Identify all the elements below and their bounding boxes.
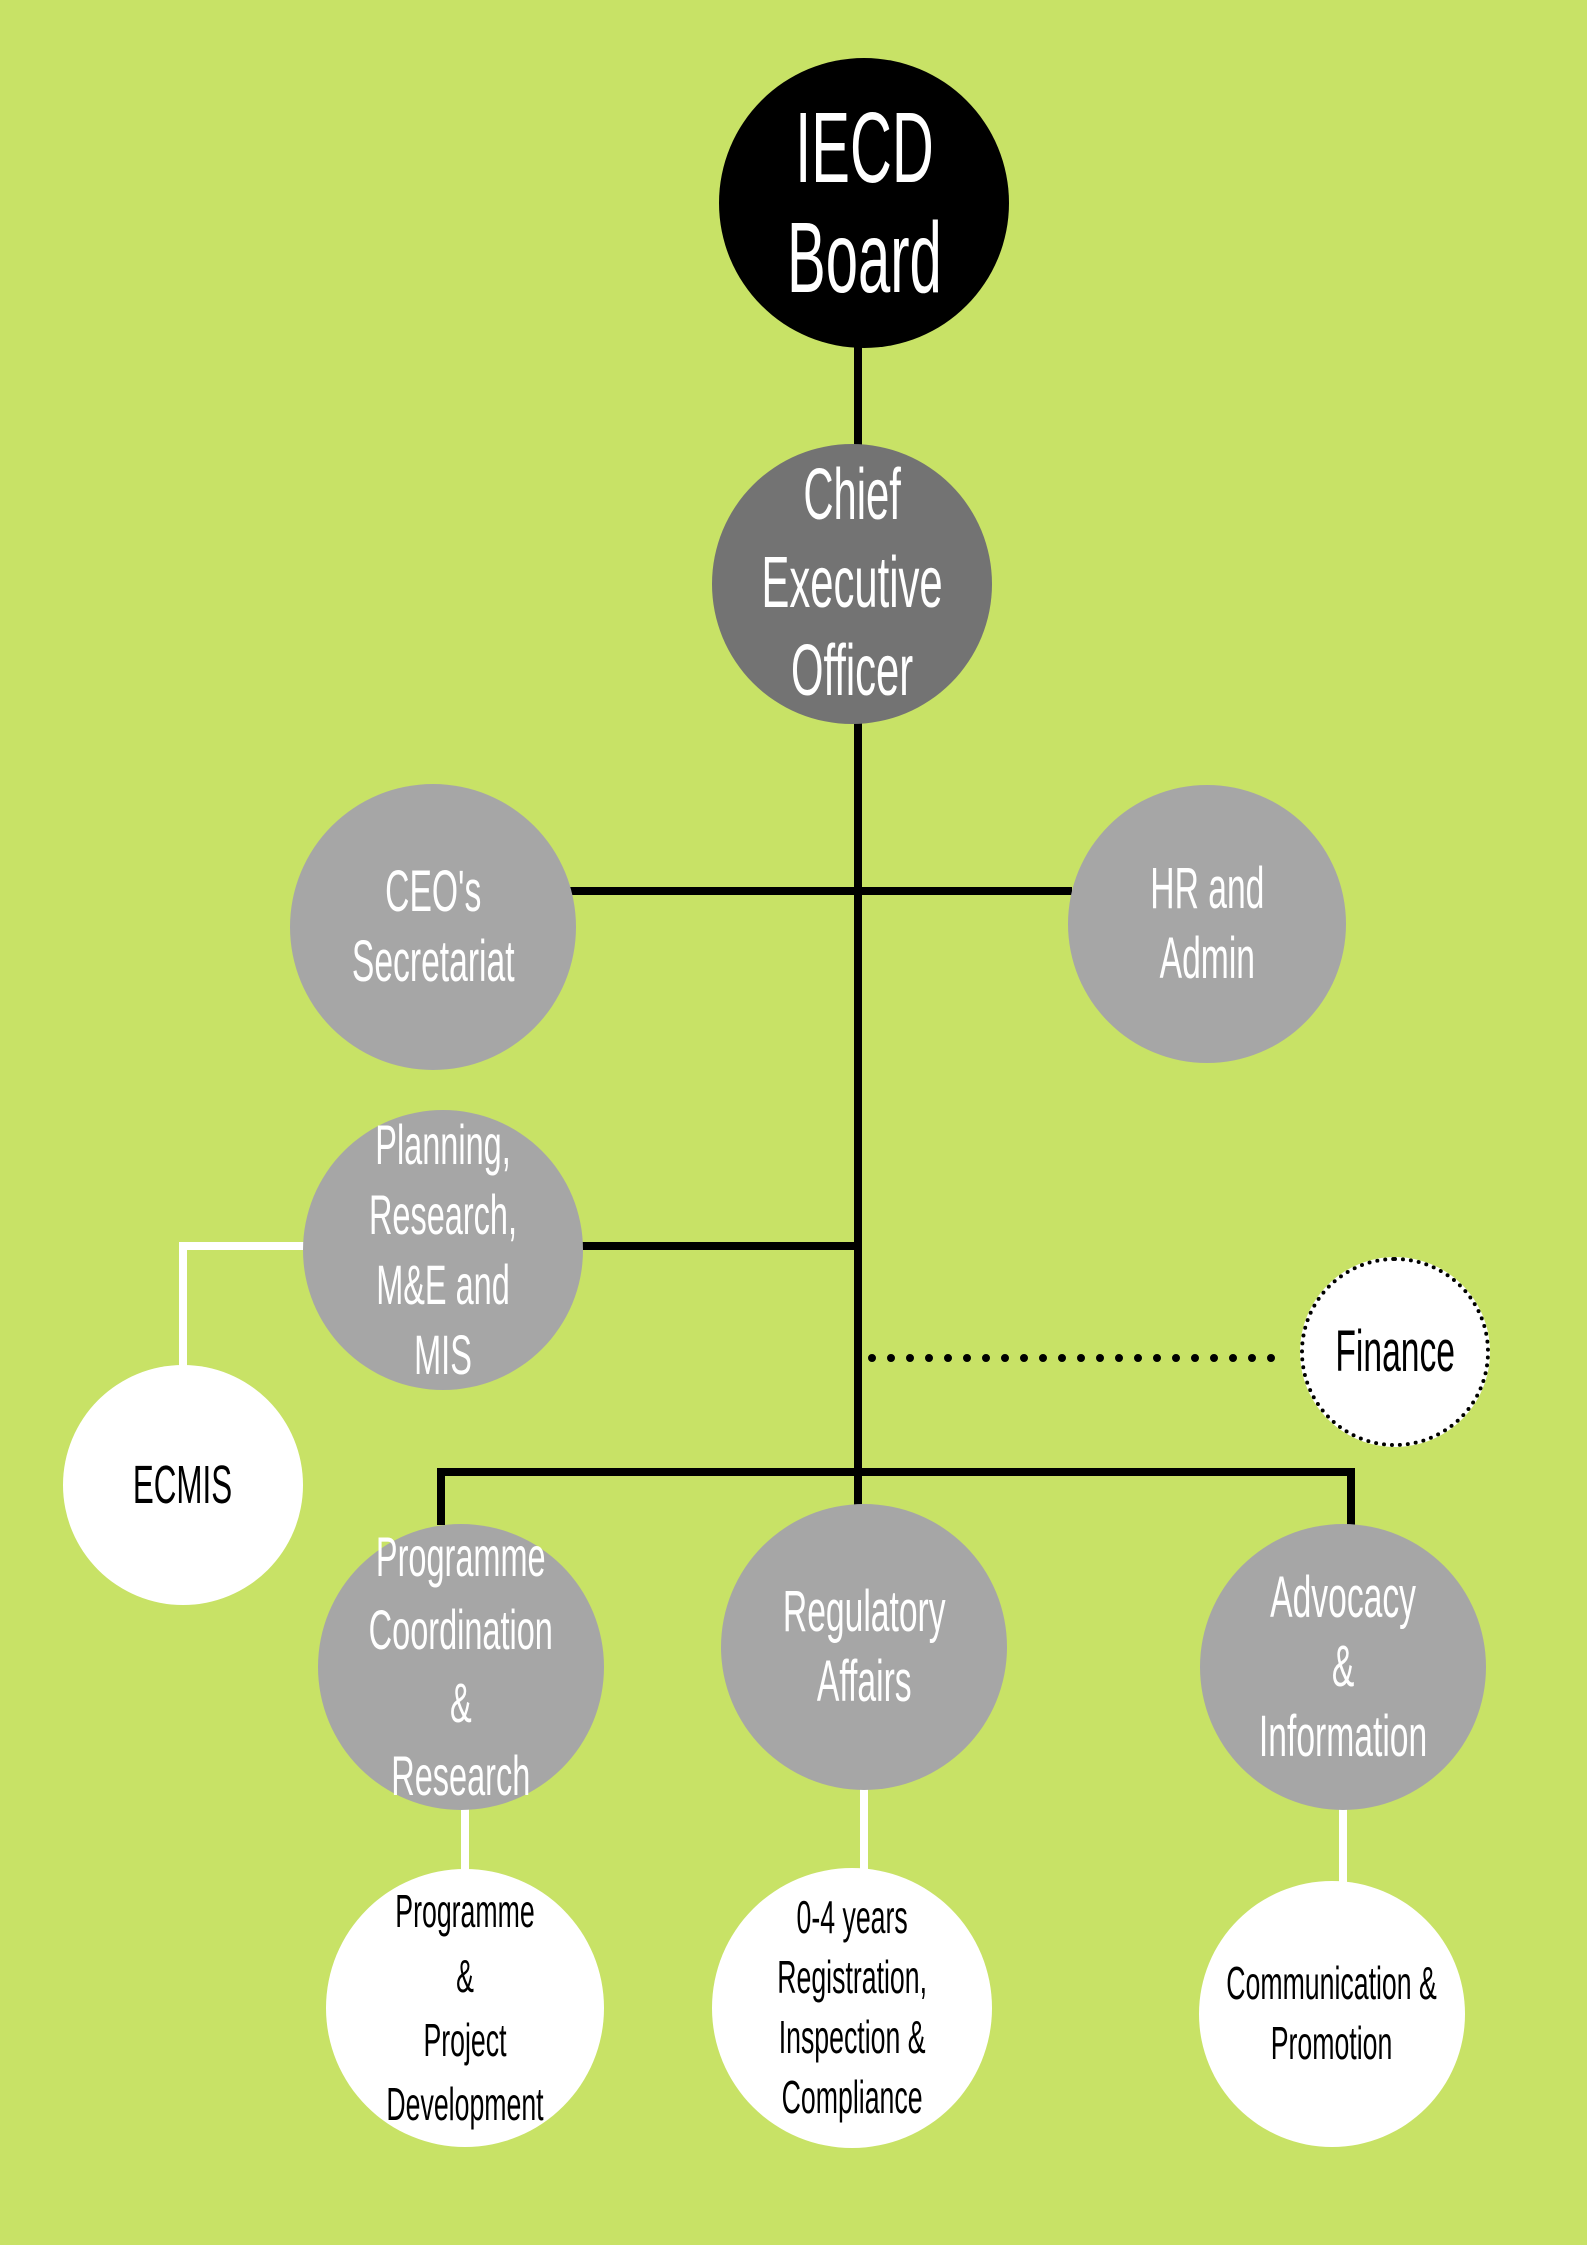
node-iecd-board: IECD Board (719, 58, 1009, 348)
node-label: Chief Executive Officer (761, 455, 943, 711)
node-label: ECMIS (133, 1454, 233, 1515)
node-registration-inspection: 0-4 years Registration, Inspection & Com… (712, 1868, 992, 2148)
node-label: Communication & Promotion (1226, 1957, 1438, 2069)
node-label: Programme Coordination & Research (368, 1525, 554, 1807)
node-ceo: Chief Executive Officer (712, 444, 992, 724)
node-ecmis: ECMIS (63, 1365, 303, 1605)
node-planning: Planning, Research, M&E and MIS (303, 1110, 583, 1390)
node-label: Advocacy & Information (1258, 1564, 1428, 1769)
node-advocacy-information: Advocacy & Information (1200, 1524, 1486, 1810)
node-label: HR and Admin (1149, 856, 1265, 991)
line-bottom-bus (437, 1468, 1355, 1525)
node-ceo-secretariat: CEO's Secretariat (290, 784, 576, 1070)
node-label: IECD Board (786, 92, 942, 314)
line-planning-ecmis (179, 1242, 305, 1370)
node-project-development: Programme & Project Development (326, 1869, 604, 2147)
node-label: Regulatory Affairs (782, 1579, 946, 1714)
node-finance: Finance (1300, 1257, 1490, 1447)
node-label: Planning, Research, M&E and MIS (368, 1113, 518, 1386)
node-programme-coordination: Programme Coordination & Research (318, 1524, 604, 1810)
node-communication-promotion: Communication & Promotion (1199, 1881, 1465, 2147)
node-label: CEO's Secretariat (351, 859, 515, 994)
node-label: Finance (1335, 1319, 1455, 1385)
node-regulatory-affairs: Regulatory Affairs (721, 1504, 1007, 1790)
node-label: Programme & Project Development (386, 1885, 544, 2131)
node-hr-admin: HR and Admin (1068, 785, 1346, 1063)
node-label: 0-4 years Registration, Inspection & Com… (777, 1891, 927, 2123)
